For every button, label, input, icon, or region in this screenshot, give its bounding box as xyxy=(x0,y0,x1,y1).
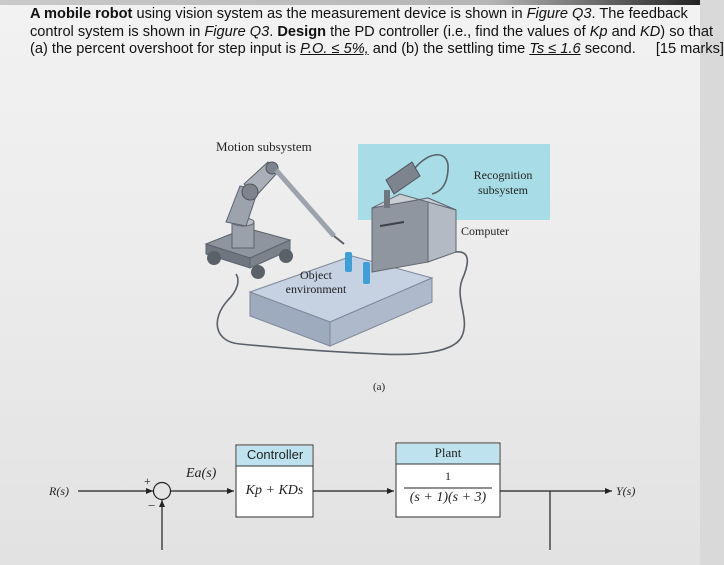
plant-title: Plant xyxy=(434,445,462,460)
question-text-8: (a) the percent overshoot for step input… xyxy=(30,41,301,57)
robot-wheel xyxy=(279,249,293,263)
robot-wrist xyxy=(274,168,336,238)
block-diagram xyxy=(78,442,612,550)
robot-system-illustration xyxy=(204,144,550,356)
question-text-10: second. xyxy=(580,41,636,57)
question-text-6: and xyxy=(607,23,641,40)
robot-wheel xyxy=(207,251,221,265)
question-text-7: ) so that xyxy=(660,23,714,40)
question-text-2: . The feedback xyxy=(591,6,688,22)
question-robot-bold: A mobile robot xyxy=(30,6,133,22)
question-design-bold: Design xyxy=(277,23,327,40)
question-line-1: A mobile robot using vision system as th… xyxy=(30,6,695,24)
computer-top xyxy=(371,193,457,211)
question-text-5: the PD controller (i.e., find the values… xyxy=(326,23,590,40)
overshoot-spec: P.O. ≤ 5%, xyxy=(300,41,369,57)
camera-body xyxy=(385,161,421,195)
object-cylinder xyxy=(363,262,370,284)
question-text-9: and (b) the settling time xyxy=(368,41,530,57)
figure-reference: Figure Q3 xyxy=(204,23,270,40)
kp-symbol: Kp xyxy=(589,23,608,40)
question-line-2: control system is shown in Figure Q3. De… xyxy=(30,23,713,42)
settling-time-spec: Ts ≤ 1.6 xyxy=(529,41,581,57)
question-text-4: . xyxy=(269,23,278,40)
error-label: Ea(s) xyxy=(186,466,217,481)
marks-label: [15 marks] xyxy=(655,41,724,57)
object-cylinder xyxy=(345,252,352,272)
controller-transfer-function: Kp + KDs xyxy=(245,483,304,498)
minus-sign: − xyxy=(148,498,156,513)
output-label: Y(s) xyxy=(616,484,636,498)
question-text-1: using vision system as the measurement d… xyxy=(132,6,527,22)
plant-numerator: 1 xyxy=(445,469,451,483)
figure-caption: (a) xyxy=(373,381,386,393)
table-side xyxy=(329,277,433,347)
figure-reference: Figure Q3 xyxy=(526,6,592,22)
object-label-line-2: environment xyxy=(285,282,347,296)
input-label: R(s) xyxy=(49,484,69,498)
computer-cable xyxy=(216,251,469,356)
plant-header xyxy=(397,444,499,464)
controller-title: Controller xyxy=(246,447,304,462)
motion-subsystem-label: Motion subsystem xyxy=(216,139,312,154)
recognition-label-line-1: Recognition xyxy=(473,168,533,182)
screen-edge xyxy=(0,0,700,5)
kd-symbol: KD xyxy=(640,23,661,40)
question-line-3: (a) the percent overshoot for step input… xyxy=(30,41,724,59)
object-label-line-1: Object xyxy=(300,268,332,282)
plus-sign: + xyxy=(144,474,151,488)
controller-header xyxy=(237,446,312,466)
question-text: A mobile robot using vision system as th… xyxy=(30,6,724,59)
camera-cable xyxy=(414,153,449,195)
robot-wheel xyxy=(251,265,265,279)
question-text-3: control system is shown in xyxy=(30,23,205,40)
computer-label: Computer xyxy=(461,224,509,238)
summing-junction xyxy=(152,481,172,501)
recognition-label-line-2: subsystem xyxy=(477,183,528,197)
plant-denominator: (s + 1)(s + 3) xyxy=(409,490,487,505)
